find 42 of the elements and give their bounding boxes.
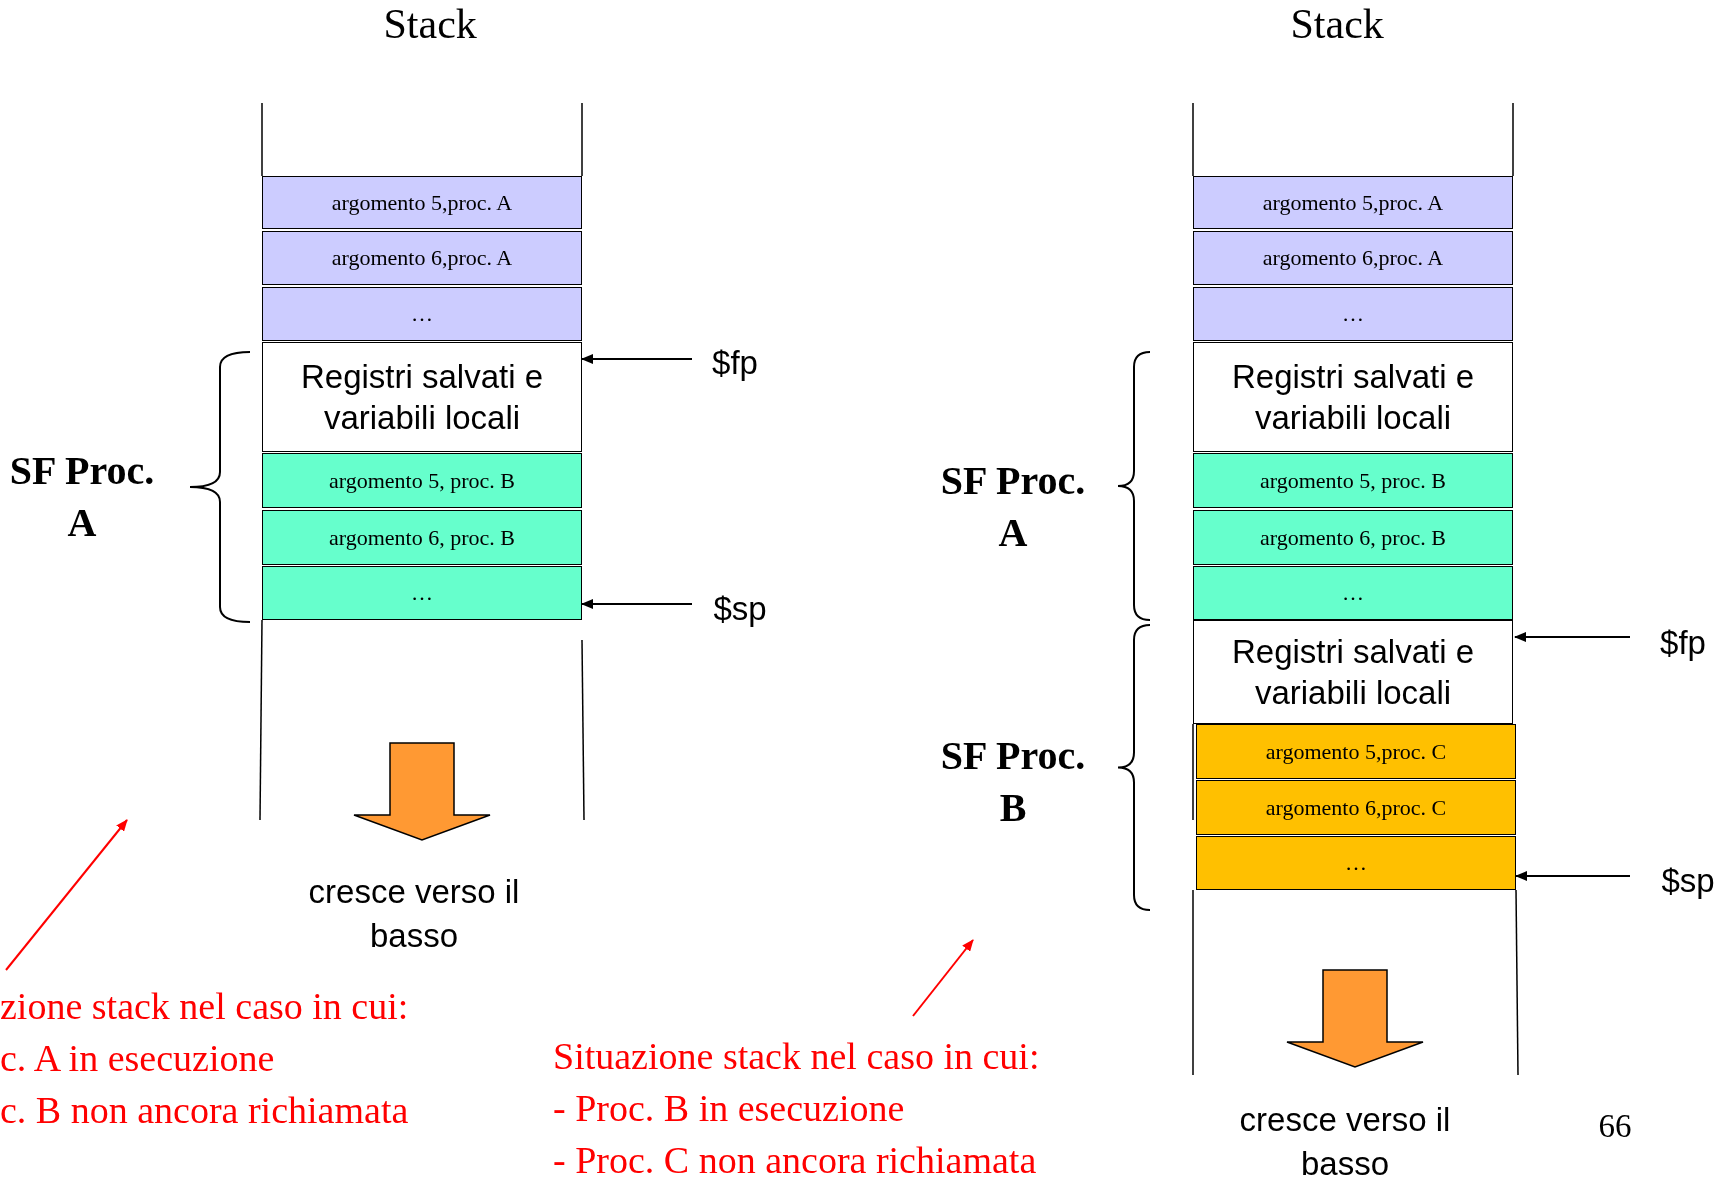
pointer-arrow <box>1514 632 1631 642</box>
pointer-arrow <box>581 354 693 364</box>
stack-cell: … <box>1193 287 1513 341</box>
note-line: zione stack nel caso in cui: <box>0 984 410 1029</box>
stack-cell: argomento 5,proc. A <box>1193 176 1513 229</box>
stack-cell: argomento 6, proc. B <box>262 510 582 565</box>
pointer-arrow <box>581 599 693 609</box>
title: Stack <box>383 0 477 48</box>
stack-cell: … <box>1196 836 1516 890</box>
note-line: - Proc. B in esecuzione <box>553 1086 906 1131</box>
pointer-label: $sp <box>1648 858 1727 904</box>
stack-cell: argomento 6,proc. A <box>1193 231 1513 285</box>
page-number: 66 <box>1598 1108 1632 1145</box>
stack-cell: argomento 6,proc. A <box>262 231 582 285</box>
pointer-label: $fp <box>700 340 770 386</box>
pointer-label: $sp <box>700 586 780 632</box>
note-line: - Proc. C non ancora richiamata <box>553 1138 1038 1182</box>
title: Stack <box>1290 0 1384 48</box>
stack-cell: … <box>262 287 582 341</box>
stack-frame-cell: Registri salvati e variabili locali <box>262 342 582 452</box>
pointer-label: $fp <box>1648 620 1718 666</box>
frame-label: SF Proc. A <box>8 447 156 547</box>
stack-cell: … <box>262 566 582 620</box>
leader-arrow <box>912 939 974 1017</box>
stack-cell: argomento 6,proc. C <box>1196 780 1516 835</box>
frame-label: SF Proc. A <box>939 457 1087 557</box>
stack-cell: argomento 5, proc. B <box>262 453 582 508</box>
stack-cell: argomento 5, proc. B <box>1193 453 1513 508</box>
stack-frame-cell: Registri salvati e variabili locali <box>1193 620 1513 724</box>
note-line: Situazione stack nel caso in cui: <box>553 1034 1041 1079</box>
frame-label: SF Proc. B <box>939 732 1087 832</box>
stack-cell: … <box>1193 566 1513 620</box>
stack-cell: argomento 5,proc. C <box>1196 724 1516 779</box>
stack-cell: argomento 6, proc. B <box>1193 510 1513 565</box>
leader-arrow <box>5 819 128 971</box>
note-line: c. A in esecuzione <box>0 1036 276 1081</box>
caption: cresce verso il basso <box>307 872 521 956</box>
stack-frame-cell: Registri salvati e variabili locali <box>1193 342 1513 452</box>
caption: cresce verso il basso <box>1238 1100 1452 1182</box>
pointer-arrow <box>1515 871 1631 881</box>
stack-cell: argomento 5,proc. A <box>262 176 582 229</box>
note-line: c. B non ancora richiamata <box>0 1088 410 1133</box>
